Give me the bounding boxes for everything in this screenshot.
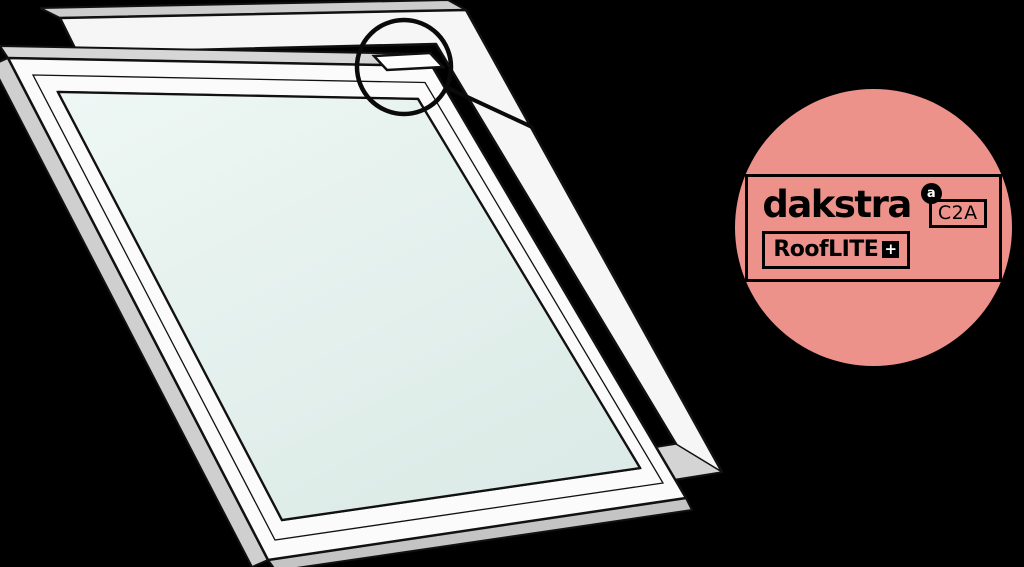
dakstra-logo-text: dakstra xyxy=(762,182,912,226)
rooflite-logo-box: RoofLITE + xyxy=(762,230,911,269)
detail-callout-line xyxy=(446,86,534,129)
a-certification-badge-icon: a xyxy=(920,182,942,204)
brand-logo-frame: dakstra a C2A RoofLITE + xyxy=(745,173,1002,282)
plus-icon: + xyxy=(882,240,900,258)
certification-column: a C2A xyxy=(920,182,987,228)
rooflite-logo-text: RoofLITE xyxy=(773,236,879,262)
glass-pane xyxy=(56,90,642,522)
detail-callout-circle-icon xyxy=(354,17,454,117)
brand-circle: dakstra a C2A RoofLITE + xyxy=(735,89,1012,366)
c2a-code-label: C2A xyxy=(928,198,987,228)
corner-joint-detail xyxy=(371,51,446,72)
front-sash xyxy=(0,44,694,567)
sash-bevel-line xyxy=(31,74,665,541)
brand-row-dakstra: dakstra a C2A xyxy=(762,182,987,228)
brand-row-rooflite: RoofLITE + xyxy=(762,230,986,269)
